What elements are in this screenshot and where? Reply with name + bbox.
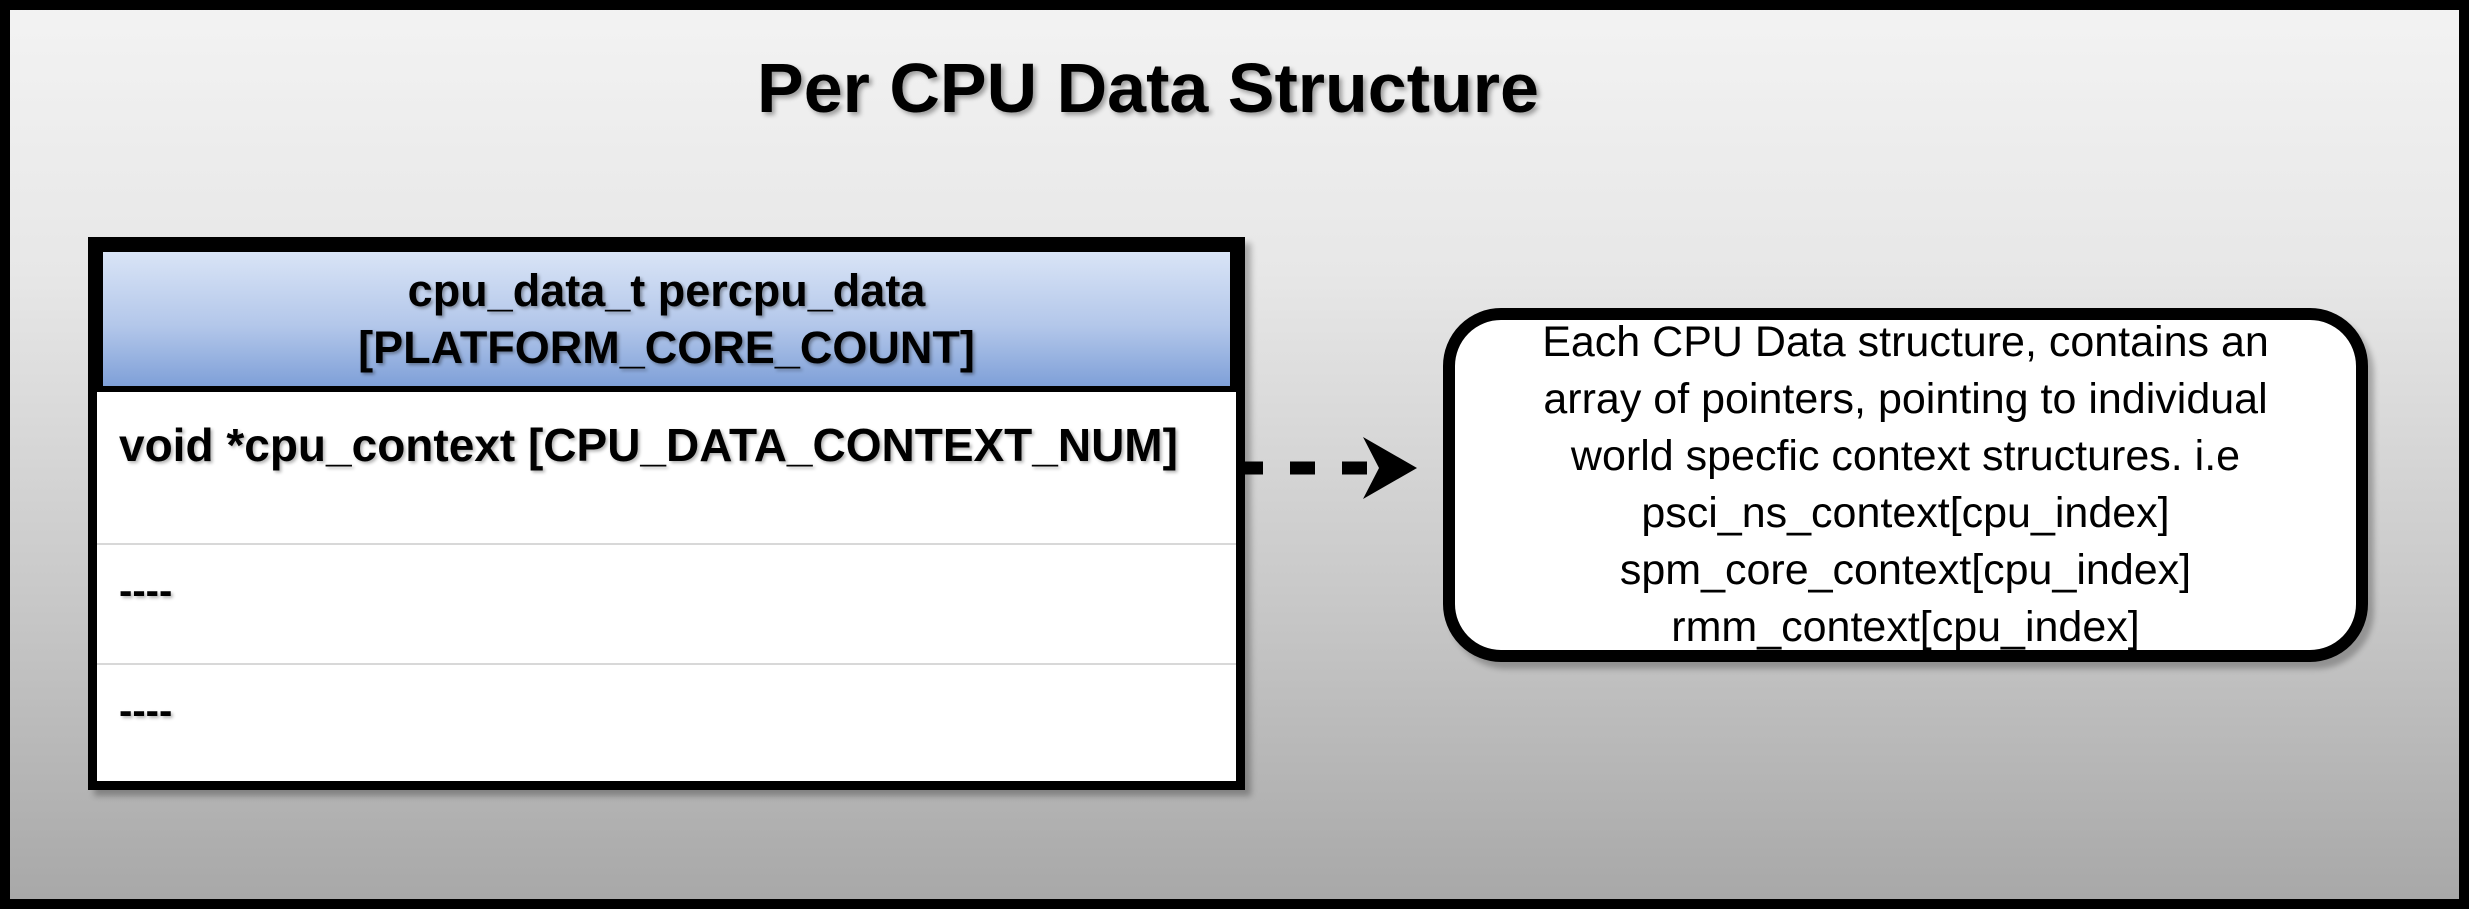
note-line: rmm_context[cpu_index] xyxy=(1671,603,2140,651)
note-line: Each CPU Data structure, contains an xyxy=(1542,318,2269,366)
note-line: spm_core_context[cpu_index] xyxy=(1619,546,2192,594)
row-label: void *cpu_context [CPU_DATA_CONTEXT_NUM] xyxy=(119,419,1178,471)
table-row-placeholder-2: ---- xyxy=(97,665,1236,781)
row-label: ---- xyxy=(119,569,173,613)
note-line: world specfic context structures. i.e xyxy=(1570,432,2241,480)
table-header-line-2: [PLATFORM_CORE_COUNT] xyxy=(358,322,975,373)
note-line: array of pointers, pointing to individua… xyxy=(1543,375,2268,423)
table-header: cpu_data_t percpu_data [PLATFORM_CORE_CO… xyxy=(97,246,1236,392)
table-row-cpu-context: void *cpu_context [CPU_DATA_CONTEXT_NUM] xyxy=(97,392,1236,545)
table-row-placeholder-1: ---- xyxy=(97,545,1236,665)
note-line: psci_ns_context[cpu_index] xyxy=(1641,489,2170,537)
note-box: Each CPU Data structure, contains an arr… xyxy=(1443,308,2368,662)
row-label: ---- xyxy=(119,689,173,733)
table-header-line-1: cpu_data_t percpu_data xyxy=(407,265,926,316)
dashed-arrow-icon xyxy=(1238,437,1417,499)
page-title: Per CPU Data Structure xyxy=(757,49,1539,127)
cpu-data-table: cpu_data_t percpu_data [PLATFORM_CORE_CO… xyxy=(88,237,1245,790)
